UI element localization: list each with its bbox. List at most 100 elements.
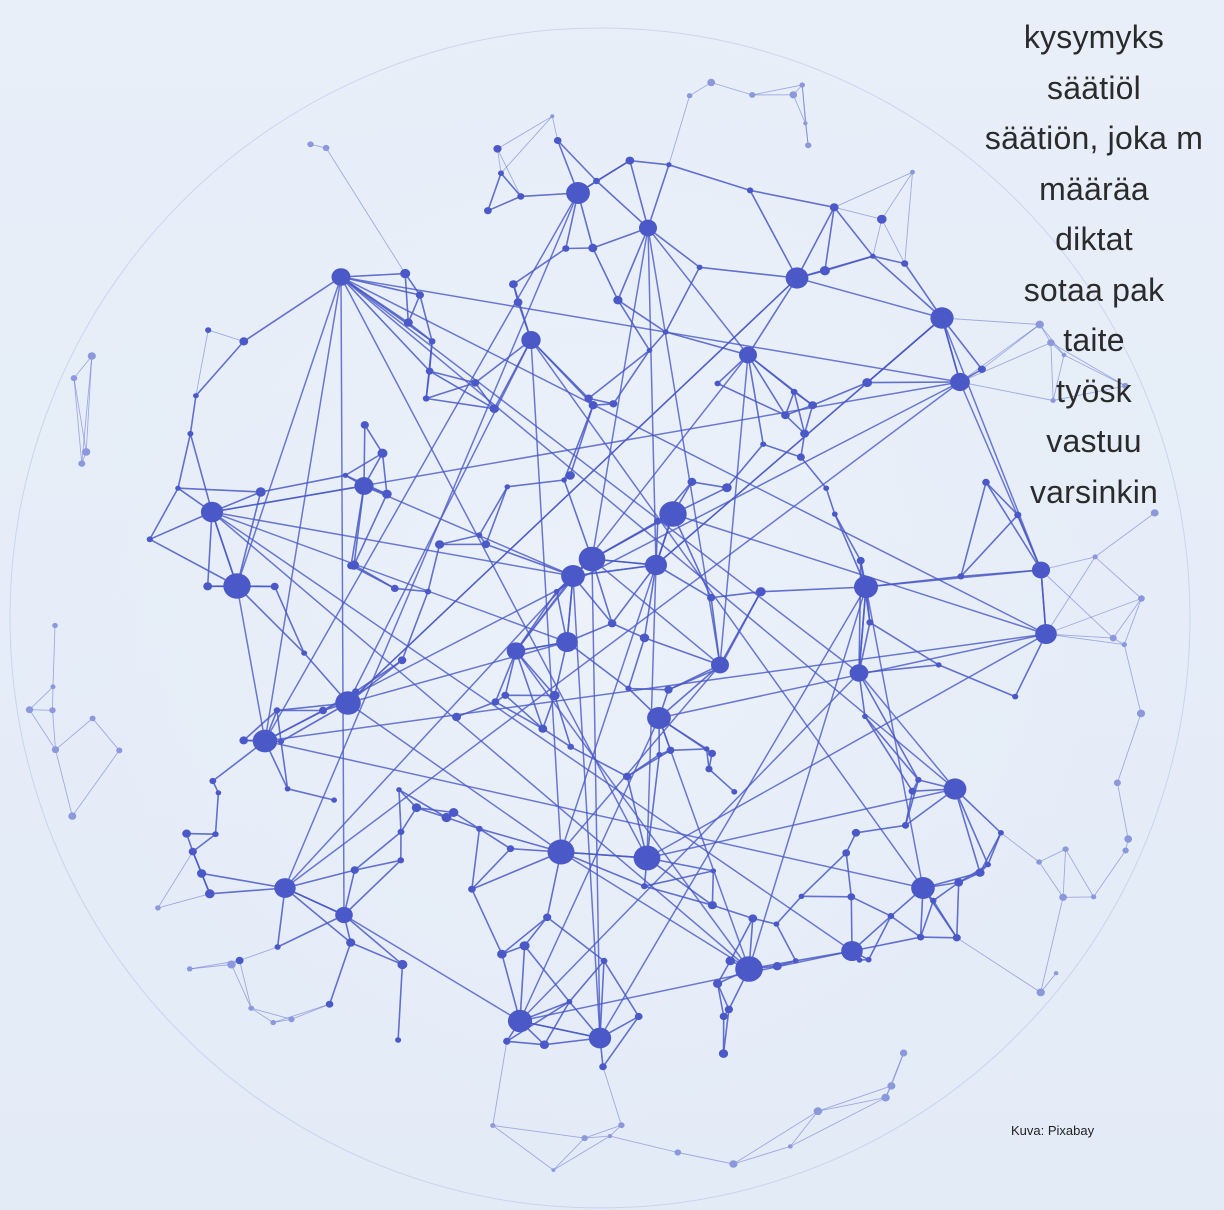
network-node	[227, 960, 236, 969]
network-edge	[1065, 848, 1095, 898]
network-edge	[959, 381, 1054, 401]
network-node	[908, 787, 917, 795]
network-node	[301, 650, 308, 656]
network-edge	[1038, 848, 1067, 863]
network-node	[708, 749, 716, 758]
network-edge	[584, 1124, 622, 1139]
network-node	[646, 347, 653, 353]
network-node	[403, 318, 413, 327]
network-node	[489, 404, 499, 414]
network-node	[484, 207, 492, 215]
network-node	[707, 901, 717, 910]
network-node	[49, 707, 56, 714]
network-edge	[869, 621, 940, 666]
network-edge	[381, 452, 388, 495]
network-edge	[981, 324, 1041, 370]
network-node	[277, 738, 285, 745]
network-edge	[599, 586, 867, 1039]
network-edge	[349, 941, 404, 966]
network-node	[513, 298, 523, 307]
network-edge	[609, 1135, 679, 1153]
network-edge	[872, 255, 906, 265]
network-node	[599, 1063, 607, 1071]
network-node	[625, 685, 632, 692]
network-edge	[505, 1040, 546, 1046]
network-node	[705, 765, 713, 773]
network-edge	[932, 881, 960, 902]
network-edge	[1040, 556, 1096, 571]
network-edge	[471, 888, 503, 955]
network-edge	[1093, 850, 1127, 898]
network-edge	[595, 180, 649, 229]
network-edge	[647, 227, 749, 356]
network-node	[471, 379, 480, 387]
network-node	[1092, 554, 1098, 560]
network-edge	[941, 317, 1042, 571]
network-node	[725, 956, 736, 966]
network-node	[377, 448, 388, 458]
network-node	[687, 477, 697, 486]
network-edge	[1050, 342, 1054, 401]
network-edge	[149, 538, 238, 587]
network-edge	[29, 709, 53, 711]
network-edge	[497, 115, 553, 150]
network-edge	[504, 694, 544, 730]
network-edge	[401, 590, 429, 662]
network-edge	[885, 1052, 905, 1099]
network-node	[618, 1122, 625, 1129]
network-edge	[236, 585, 306, 654]
network-node	[561, 565, 585, 587]
network-edge	[52, 686, 54, 711]
network-node	[982, 478, 990, 486]
network-node	[550, 114, 555, 119]
network-edge	[264, 633, 1047, 742]
network-node	[607, 619, 617, 628]
network-edge	[363, 424, 366, 487]
network-edge	[1040, 569, 1114, 639]
network-edge	[985, 481, 1019, 516]
network-edge	[789, 1110, 819, 1147]
text-line: varsinkin	[1029, 473, 1159, 510]
network-edge	[668, 164, 751, 192]
network-edge	[452, 811, 481, 830]
network-edge	[353, 859, 402, 871]
network-edge	[259, 474, 347, 493]
network-node	[335, 906, 353, 924]
network-node	[203, 582, 213, 591]
network-edge	[716, 382, 787, 417]
network-edge	[591, 247, 619, 301]
network-edge	[551, 115, 559, 141]
network-edge	[572, 564, 657, 577]
network-node	[561, 477, 567, 483]
network-edge	[858, 672, 956, 790]
network-edge	[492, 1125, 586, 1139]
network-edge	[796, 277, 943, 319]
network-edge	[192, 833, 217, 853]
network-edge	[648, 331, 667, 352]
network-edge	[487, 172, 502, 212]
network-node	[503, 1037, 511, 1045]
network-node	[625, 156, 635, 165]
network-node	[707, 78, 716, 87]
network-edge	[242, 709, 278, 742]
network-edge	[344, 452, 384, 477]
network-edge	[195, 340, 245, 397]
network-edge	[629, 159, 649, 229]
network-node	[666, 746, 675, 754]
network-node	[748, 914, 758, 923]
network-node	[205, 889, 215, 899]
network-edge	[865, 569, 1042, 588]
network-node	[950, 372, 970, 392]
network-node	[215, 790, 222, 796]
network-edge	[1038, 861, 1064, 898]
network-edge	[833, 206, 883, 220]
network-edge	[149, 487, 179, 541]
network-edge	[343, 914, 404, 966]
network-edge	[280, 702, 349, 743]
network-edge	[710, 590, 762, 599]
network-edge	[52, 709, 56, 751]
network-node	[1014, 511, 1022, 519]
network-node	[441, 812, 452, 823]
network-node	[722, 483, 732, 493]
